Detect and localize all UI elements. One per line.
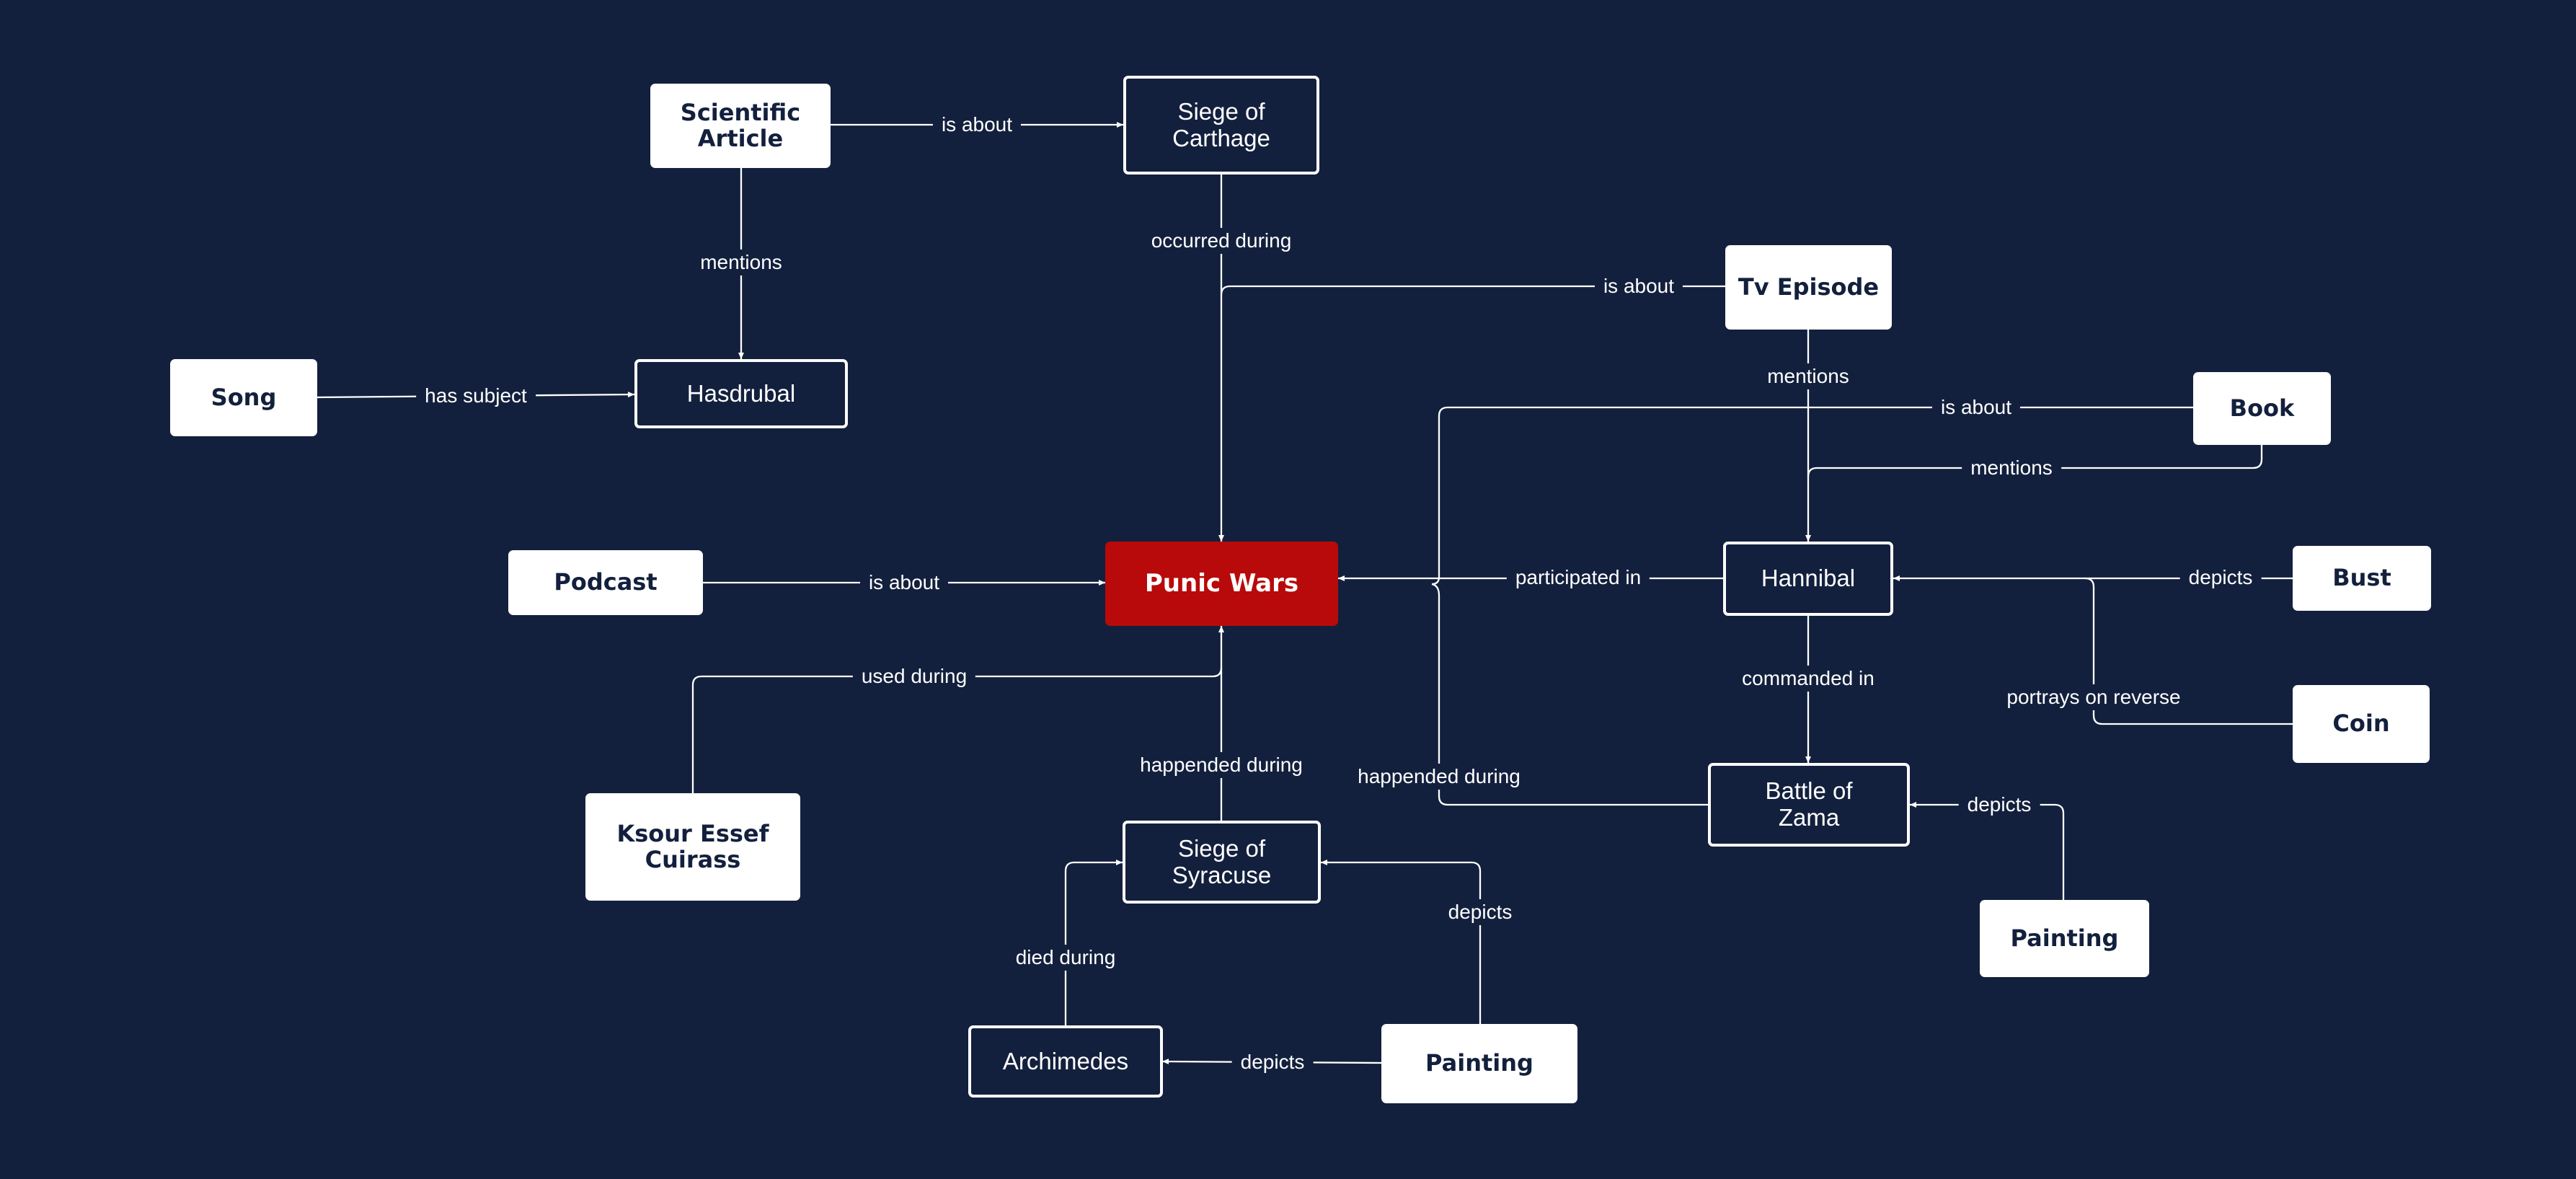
node-book[interactable]: Book: [2193, 372, 2331, 445]
edge-label-painting-syracuse: depicts: [1439, 899, 1521, 925]
edge-label-coin-hannibal: portrays on reverse: [1998, 684, 2190, 710]
edge-label-article-hasdrubal: mentions: [691, 250, 791, 275]
node-scientific-article[interactable]: Scientific Article: [650, 84, 831, 168]
node-label: Song: [211, 383, 277, 411]
edge-label-bust-hannibal: depicts: [2179, 565, 2262, 591]
edge-label-painting-zama: depicts: [1958, 792, 2040, 818]
edge-label-tv-punic: is about: [1594, 273, 1683, 299]
node-label: Hasdrubal: [686, 379, 796, 407]
edge-archimedes-syracuse: [1064, 860, 1123, 1025]
edge-label-song-hasdrubal: has subject: [416, 383, 536, 409]
edge-label-tv-hannibal: mentions: [1758, 363, 1858, 389]
node-ksour-essef-cuirass[interactable]: Ksour Essef Cuirass: [585, 793, 800, 901]
edge-label-hannibal-punic: participated in: [1506, 565, 1650, 591]
edge-painting-zama: [1910, 802, 2065, 900]
node-label: Scientific Article: [680, 98, 801, 152]
node-label: Book: [2229, 394, 2295, 422]
node-painting-zama[interactable]: Painting: [1980, 900, 2149, 977]
node-label: Podcast: [554, 568, 658, 596]
edge-label-cuirass-punic: used during: [852, 663, 976, 689]
edge-label-carthage-punic: occurred during: [1142, 228, 1301, 254]
edge-zama-punic: [1431, 583, 1708, 806]
edge-label-archimedes-syracuse: died during: [1006, 945, 1125, 971]
edge-label-zama-punic: happended during: [1349, 764, 1529, 790]
node-punic-wars[interactable]: Punic Wars: [1105, 542, 1338, 626]
node-hasdrubal[interactable]: Hasdrubal: [634, 359, 848, 428]
edge-coin-hannibal: [2084, 577, 2293, 725]
node-bust[interactable]: Bust: [2293, 546, 2431, 611]
edge-book-hannibal: [1807, 445, 2263, 477]
node-podcast[interactable]: Podcast: [508, 550, 703, 615]
edge-label-podcast-punic: is about: [859, 570, 949, 596]
node-label: Bust: [2332, 564, 2391, 592]
edge-tv-punic: [1220, 285, 1725, 296]
node-battle-of-zama[interactable]: Battle of Zama: [1708, 763, 1910, 847]
node-label: Painting: [1425, 1049, 1533, 1077]
node-label: Siege of Syracuse: [1172, 834, 1272, 888]
edge-label-book-punic: is about: [1931, 394, 2021, 420]
node-archimedes[interactable]: Archimedes: [968, 1025, 1163, 1098]
edge-label-book-hannibal: mentions: [1962, 455, 2061, 481]
node-painting-syracuse[interactable]: Painting: [1381, 1024, 1577, 1103]
edge-book-punic: [1431, 406, 2193, 586]
edge-label-painting-archimedes: depicts: [1231, 1049, 1314, 1075]
node-label: Archimedes: [1002, 1047, 1129, 1074]
node-song[interactable]: Song: [170, 359, 317, 436]
node-label: Coin: [2332, 710, 2390, 738]
node-label: Painting: [2010, 924, 2119, 952]
node-label: Punic Wars: [1144, 569, 1299, 599]
node-hannibal[interactable]: Hannibal: [1723, 542, 1893, 616]
node-siege-of-carthage[interactable]: Siege of Carthage: [1123, 76, 1319, 175]
node-label: Battle of Zama: [1765, 777, 1853, 831]
edge-label-hannibal-zama: commanded in: [1733, 666, 1883, 692]
node-label: Hannibal: [1761, 565, 1856, 592]
node-label: Tv Episode: [1738, 273, 1880, 301]
edge-label-article-carthage: is about: [932, 112, 1022, 138]
node-siege-of-syracuse[interactable]: Siege of Syracuse: [1123, 821, 1321, 904]
node-tv-episode[interactable]: Tv Episode: [1725, 245, 1892, 330]
node-label: Siege of Carthage: [1172, 97, 1270, 151]
edge-painting-syracuse: [1321, 860, 1482, 1024]
edge-cuirass-punic: [691, 667, 1223, 793]
edge-label-syracuse-punic: happended during: [1131, 752, 1311, 778]
node-coin[interactable]: Coin: [2293, 685, 2430, 763]
node-label: Ksour Essef Cuirass: [616, 819, 769, 873]
